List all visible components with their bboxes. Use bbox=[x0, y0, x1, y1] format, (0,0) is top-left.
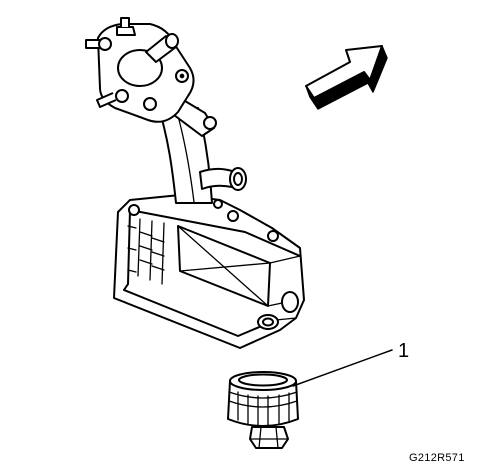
oil-filter-cap bbox=[227, 371, 299, 449]
figure-code: G212R571 bbox=[409, 452, 465, 464]
filter-cap-top-inner bbox=[238, 373, 288, 387]
cooler-fins bbox=[127, 218, 165, 285]
flange-boss bbox=[117, 49, 163, 87]
mounting-flange bbox=[85, 17, 217, 130]
flange-bolt-lower bbox=[143, 97, 157, 111]
top-stud bbox=[120, 17, 130, 27]
oil-cooler-body bbox=[113, 194, 305, 349]
oil-pipes bbox=[159, 94, 247, 204]
flange-bolt-lower-left bbox=[115, 89, 129, 103]
cooler-top-edge bbox=[129, 209, 301, 257]
cooler-bolt-top-center bbox=[213, 199, 223, 209]
cooler-front-panel-cross bbox=[177, 225, 271, 307]
callout-leader-line bbox=[292, 349, 393, 387]
cooler-mount-hole-inner bbox=[262, 317, 274, 327]
banjo-tube bbox=[199, 167, 233, 190]
lower-left-stud bbox=[96, 92, 117, 108]
banjo-fitting-bore bbox=[233, 172, 243, 186]
filter-cap-hex-nut bbox=[249, 426, 289, 449]
cooler-bolt-side bbox=[267, 230, 279, 242]
cooler-side-port bbox=[281, 291, 299, 313]
cooler-bolt-top-left bbox=[128, 204, 140, 216]
arrow-front-face bbox=[305, 45, 383, 99]
flange-bolt-right-center bbox=[179, 73, 185, 79]
flange-bolt-top-left bbox=[98, 37, 112, 51]
main-oil-tube-seam bbox=[177, 115, 195, 203]
filter-cap-hex-edges bbox=[249, 426, 289, 449]
filter-cap-bands bbox=[228, 391, 298, 408]
direction-arrow-icon bbox=[305, 45, 388, 110]
flange-bolt-arm bbox=[203, 116, 217, 130]
sensor-fitting-hex bbox=[165, 33, 179, 49]
top-nut bbox=[116, 26, 136, 36]
filter-cap-ribs bbox=[237, 391, 290, 427]
callout-label: 1 bbox=[398, 340, 409, 362]
cooler-bolt-top-right bbox=[227, 210, 239, 222]
filter-cap-body bbox=[227, 380, 299, 427]
left-stud bbox=[85, 39, 101, 49]
cooler-left-edge bbox=[127, 209, 131, 285]
